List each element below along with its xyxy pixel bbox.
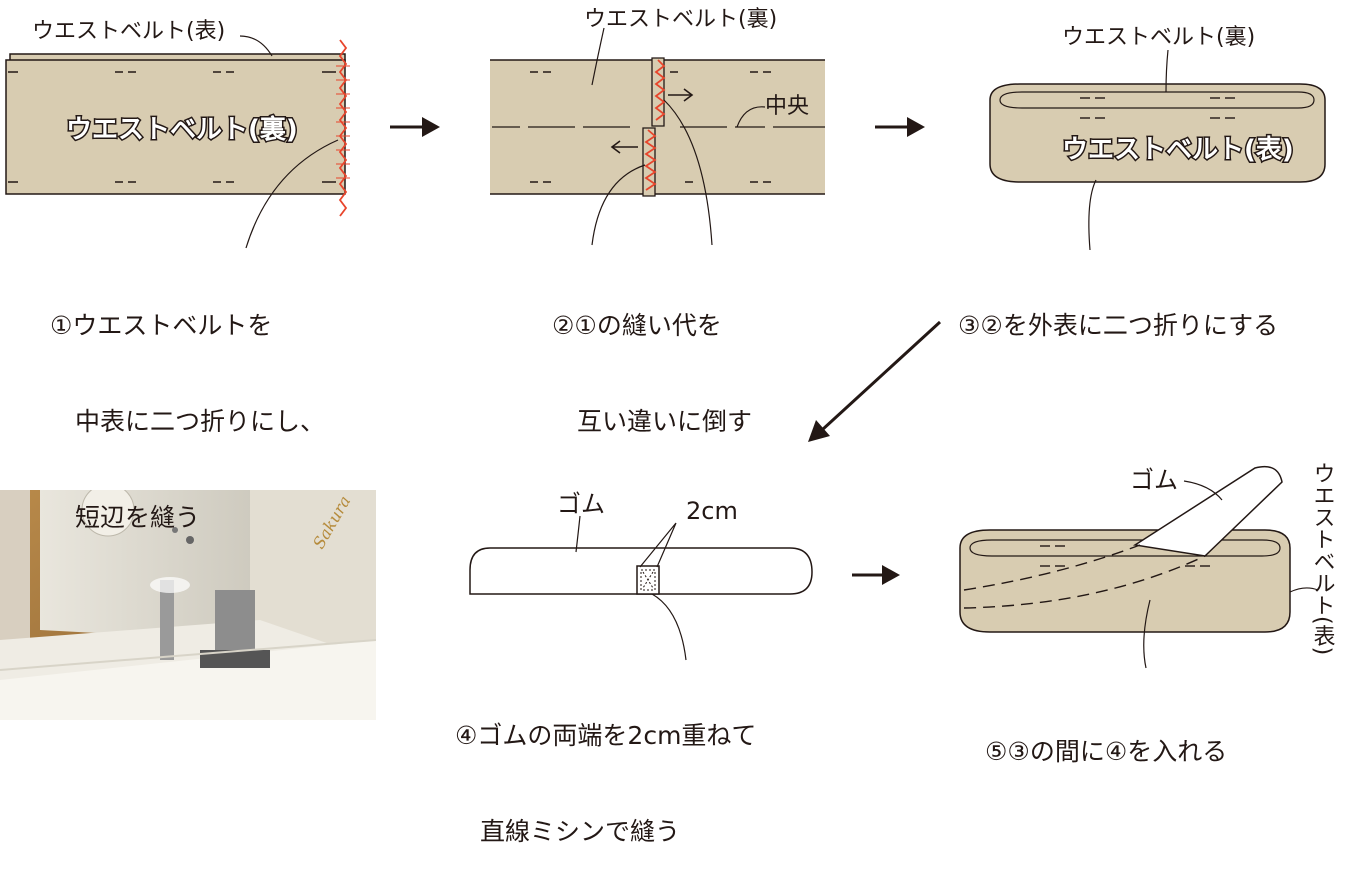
step2-arrow-right bbox=[668, 88, 694, 102]
step5-leader-elastic bbox=[1183, 480, 1223, 501]
arrow-diagonal bbox=[808, 320, 942, 442]
step5-elastic-strip bbox=[1132, 465, 1283, 557]
step2-caption-line: ②①の縫い代を bbox=[552, 311, 722, 340]
step2-leader-back bbox=[591, 27, 605, 86]
step1-belt-body bbox=[5, 59, 346, 195]
step2-dash-marks bbox=[530, 71, 771, 183]
step5-caption: ⑤③の間に④を入れる bbox=[985, 672, 1227, 800]
step2-caption-line: 互い違いに倒す bbox=[552, 407, 753, 436]
step2-leader-center bbox=[736, 106, 766, 128]
step4-overlap-stitch bbox=[640, 569, 656, 591]
step3-caption: ③②を外表に二つ折りにする bbox=[958, 246, 1278, 374]
step3-figure: ウエストベルト(裏) ウエストベルト(表) bbox=[989, 25, 1326, 251]
step1-caption-line: 短辺を縫う bbox=[50, 503, 201, 532]
step5-hidden-elastic bbox=[963, 544, 1206, 609]
step4-label-overlap: 2cm bbox=[686, 497, 738, 525]
step4-leader-overlap bbox=[639, 522, 677, 568]
step1-caption-line: 中表に二つ折りにし、 bbox=[50, 407, 326, 436]
step4-caption-line: 直線ミシンで縫う bbox=[455, 817, 681, 846]
step1-leader-seam bbox=[245, 139, 339, 249]
arrow-right-1 bbox=[390, 117, 440, 137]
step1-dash-marks bbox=[8, 71, 336, 183]
step3-band-inner-top bbox=[999, 91, 1315, 109]
diagram-stage: ウエストベルト(表) ウエストベルト(裏) bbox=[0, 7, 1336, 846]
step1-label-front: ウエストベルト(表) bbox=[32, 19, 225, 44]
step3-leader-back bbox=[1165, 49, 1169, 93]
step2-arrow-left bbox=[610, 140, 638, 154]
step5-leader-caption bbox=[1143, 599, 1151, 669]
step2-caption: ②①の縫い代を 互い違いに倒す bbox=[552, 246, 752, 470]
step4-figure: ゴム 2cm bbox=[469, 490, 813, 661]
step4-caption: ④ゴムの両端を2cm重ねて 直線ミシンで縫う bbox=[455, 656, 756, 880]
step4-leader-elastic bbox=[575, 515, 581, 553]
step3-caption-line: ③②を外表に二つ折りにする bbox=[958, 311, 1279, 340]
step4-caption-line: ④ゴムの両端を2cm重ねて bbox=[455, 721, 757, 750]
step1-figure: ウエストベルト(表) ウエストベルト(裏) bbox=[5, 19, 350, 249]
step1-caption-line: ①ウエストベルトを bbox=[50, 311, 273, 340]
arrow-right-3 bbox=[852, 565, 900, 585]
step4-leader-caption bbox=[651, 593, 687, 661]
step3-dash-marks bbox=[1080, 97, 1235, 119]
step1-stitch-cross bbox=[336, 65, 350, 179]
step1-leader-front bbox=[239, 35, 273, 57]
step2-leader-flap-bottom bbox=[591, 164, 646, 246]
step1-stitch-zigzag bbox=[338, 39, 348, 217]
step2-label-center: 中央 bbox=[765, 94, 809, 119]
step3-label-back: ウエストベルト(裏) bbox=[1062, 25, 1255, 50]
step5-dash-marks bbox=[1040, 545, 1210, 567]
step2-stitch-top bbox=[654, 59, 666, 121]
step5-label-elastic: ゴム bbox=[1130, 466, 1178, 494]
step5-leader-vertical bbox=[1289, 587, 1319, 593]
step2-leader-flap-top bbox=[663, 99, 713, 246]
step1-caption: ①ウエストベルトを 中表に二つ折りにし、 短辺を縫う bbox=[50, 246, 325, 566]
step5-label-vertical: ウエストベルト(表) bbox=[1310, 462, 1336, 655]
step1-label-back: ウエストベルト(裏) bbox=[66, 114, 298, 145]
step2-label-back: ウエストベルト(裏) bbox=[584, 7, 777, 32]
step2-stitch-bottom bbox=[644, 129, 657, 191]
diagram-canvas: ウエストベルト(表) ウエストベルト(裏) bbox=[5, 7, 1336, 669]
step3-label-front: ウエストベルト(表) bbox=[1062, 135, 1294, 165]
step5-figure: ゴム ウエストベルト(表) bbox=[959, 462, 1336, 669]
step3-leader-front bbox=[1088, 179, 1097, 251]
arrow-right-2 bbox=[875, 117, 925, 137]
step5-caption-line: ⑤③の間に④を入れる bbox=[985, 737, 1228, 766]
step2-figure: ウエストベルト(裏) 中央 bbox=[490, 7, 825, 246]
step4-label-elastic: ゴム bbox=[557, 490, 605, 518]
sewing-machine-photo: Sakura bbox=[0, 490, 376, 720]
step5-band-inner-top bbox=[969, 539, 1281, 557]
